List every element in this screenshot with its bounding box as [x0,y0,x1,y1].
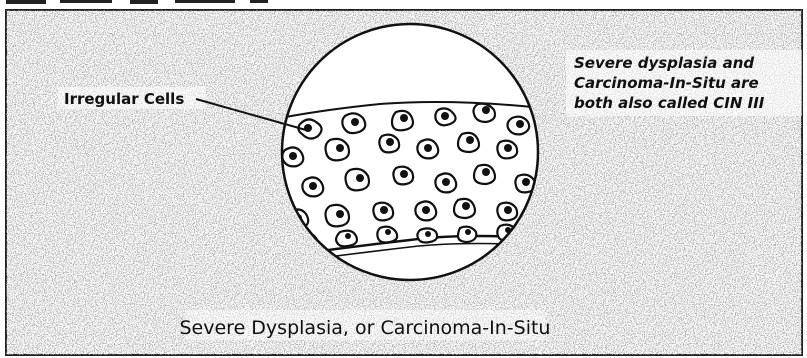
side-note-line-1: Severe dysplasia and [574,54,754,72]
side-note-line-3: both also called CIN III [574,94,765,112]
side-note-line-2: Carcinoma-In-Situ are [574,74,759,92]
irregular-cells-label: Irregular Cells [64,90,184,108]
top-crop-strip [0,0,807,9]
figure-caption: Severe Dysplasia, or Carcinoma-In-Situ [180,317,551,339]
